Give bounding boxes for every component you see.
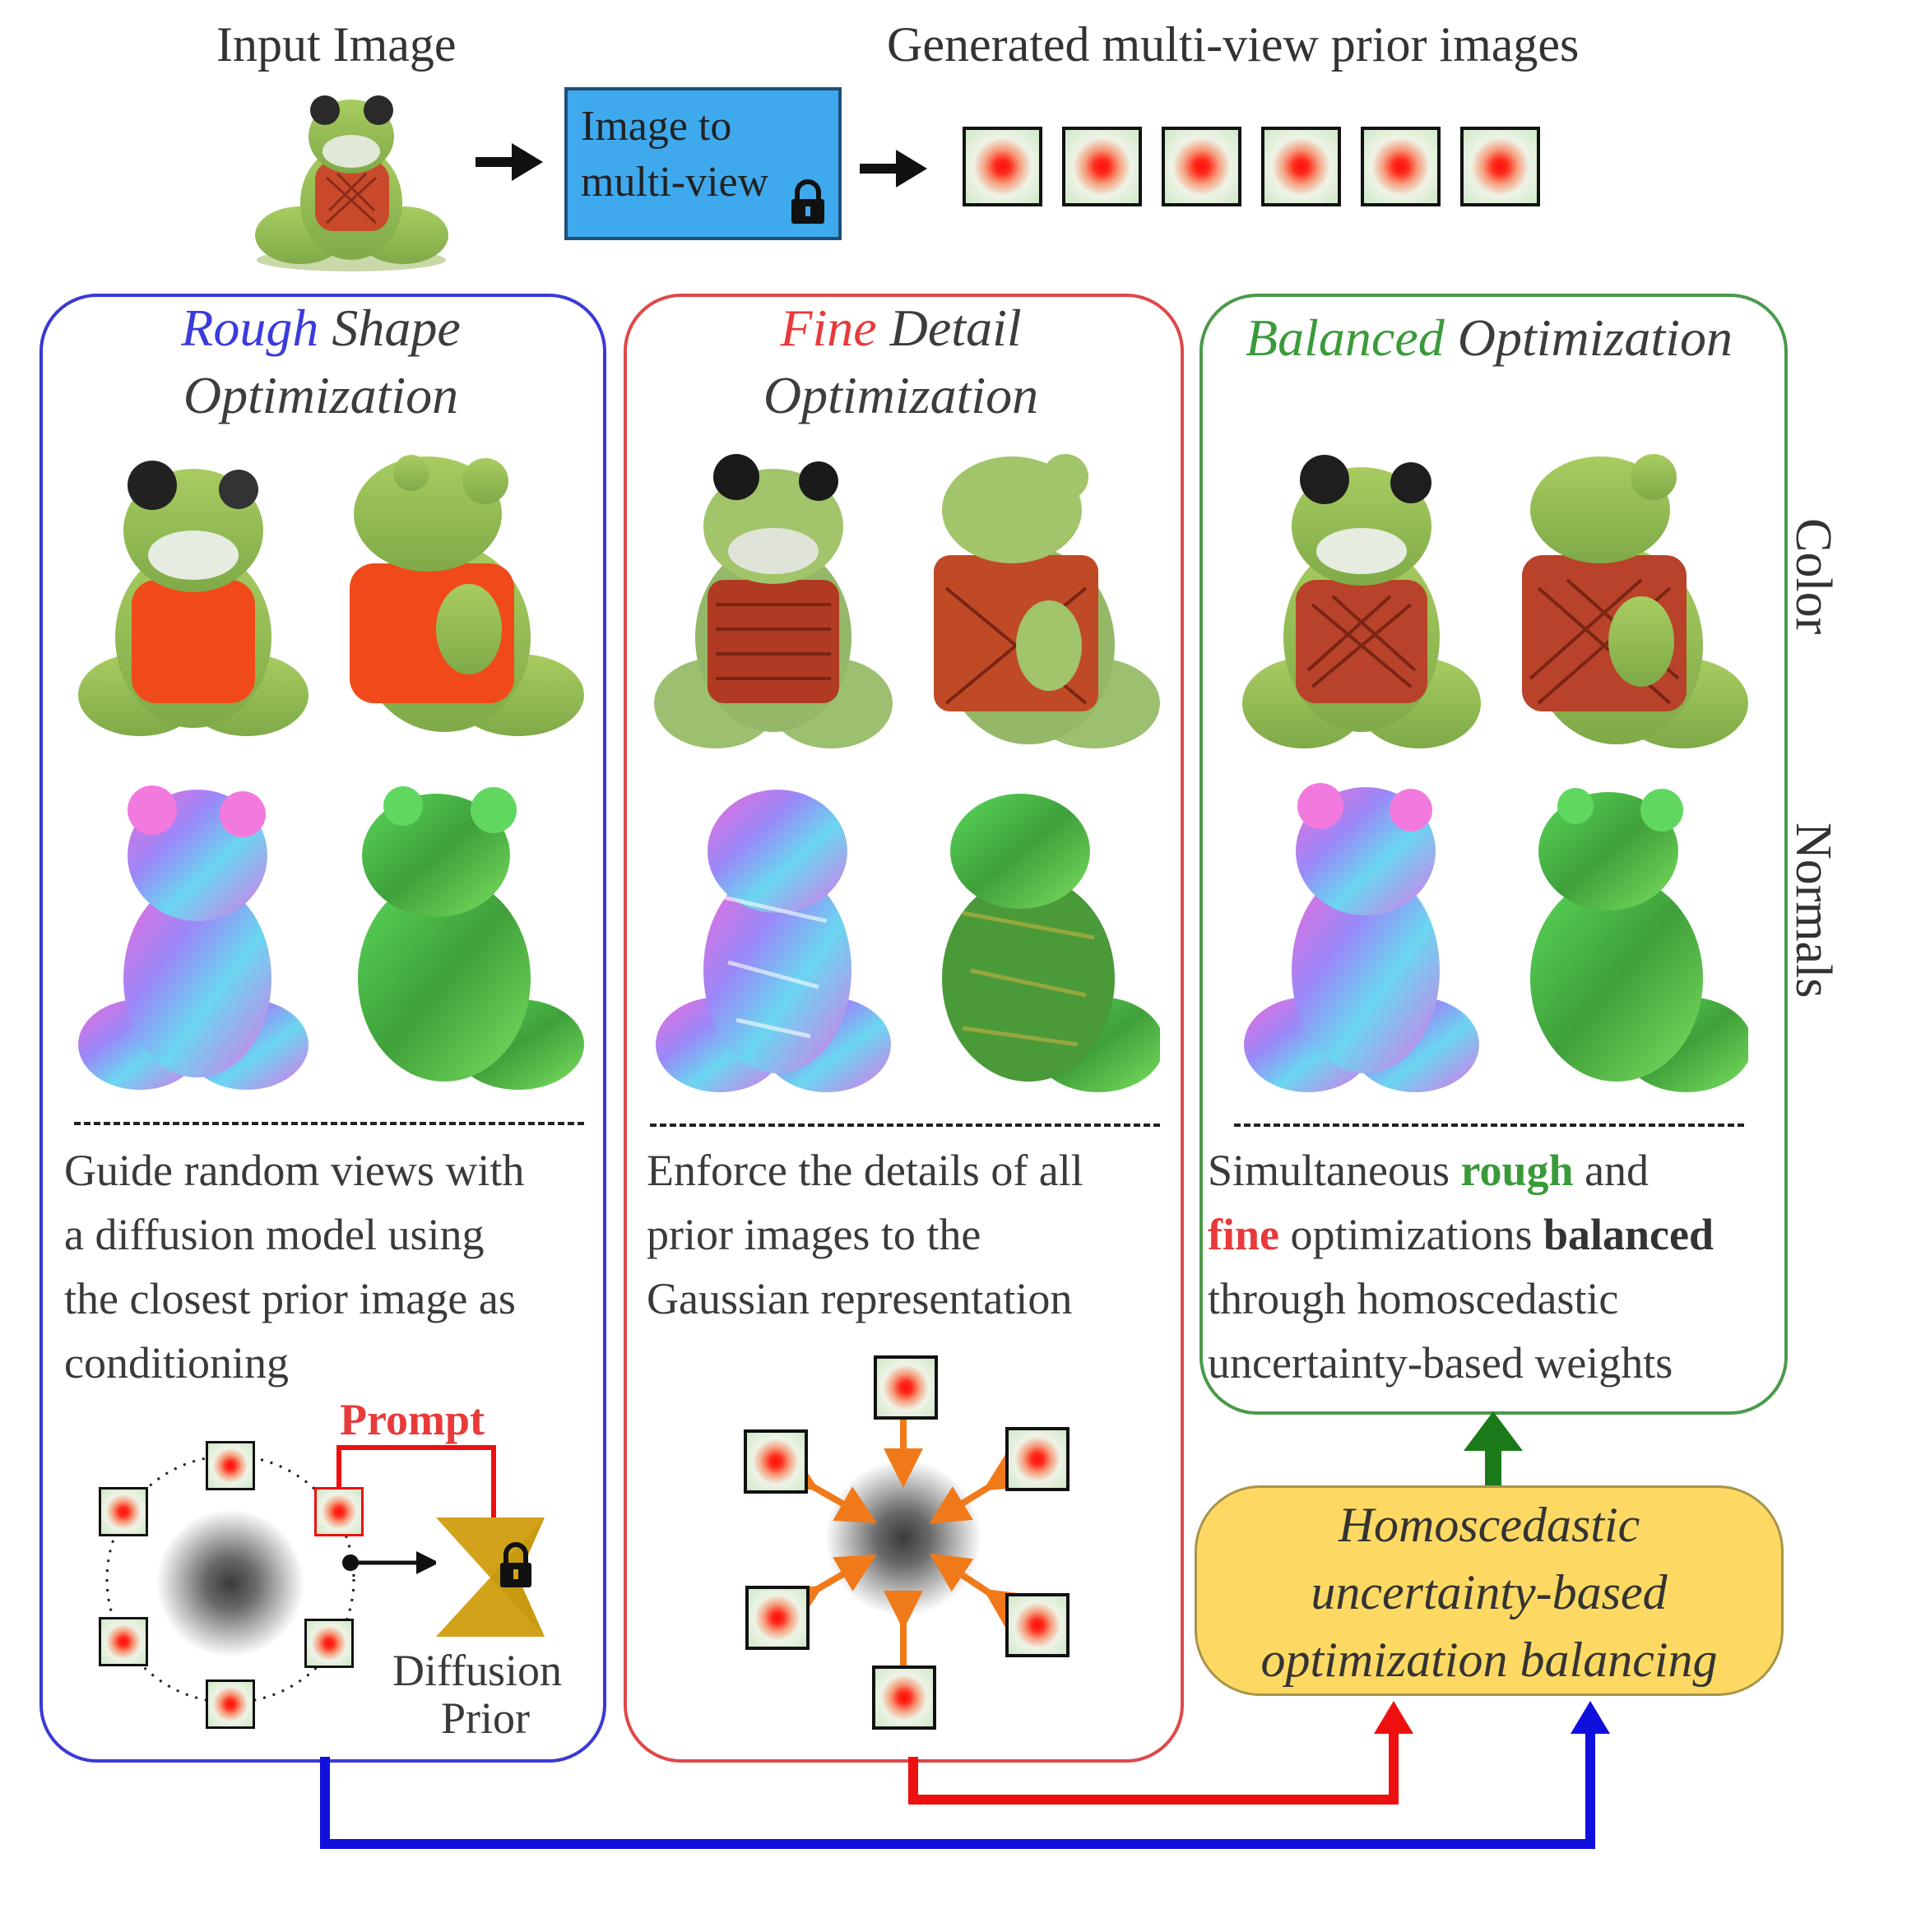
rough-desc-line: the closest prior image as bbox=[64, 1274, 516, 1323]
fine-title-rest: Detail bbox=[876, 299, 1022, 357]
rough-normals-back bbox=[329, 773, 584, 1098]
arrow-module-to-priors bbox=[860, 150, 927, 188]
prompt-connector bbox=[336, 1445, 496, 1522]
balanced-keyword: balanced bbox=[1543, 1210, 1714, 1259]
lock-icon bbox=[500, 1542, 531, 1587]
prior-image-thumbnail bbox=[963, 127, 1042, 206]
green-arrow-to-balanced bbox=[1464, 1411, 1523, 1485]
generated-priors-label: Generated multi-view prior images bbox=[887, 17, 1580, 72]
rough-title-accent: Rough bbox=[181, 299, 319, 357]
prior-image-thumbnail bbox=[745, 1586, 810, 1650]
rough-title-rest: Shape bbox=[318, 299, 461, 357]
image-to-multiview-module: Image to multi-view bbox=[564, 87, 842, 240]
homo-line1: Homoscedastic bbox=[1338, 1498, 1640, 1552]
orbit-view-thumbnail bbox=[99, 1617, 148, 1666]
condition-arrowhead bbox=[416, 1551, 439, 1574]
rough-diffusion-diagram bbox=[105, 1445, 545, 1704]
enforce-arrow bbox=[775, 1453, 877, 1523]
balanced-desc-text: optimizations bbox=[1279, 1210, 1543, 1259]
balanced-desc-text: Simultaneous bbox=[1208, 1146, 1461, 1195]
prompt-label: Prompt bbox=[340, 1395, 485, 1444]
rough-title-line2: Optimization bbox=[183, 366, 459, 424]
prior-image-thumbnail bbox=[872, 1666, 936, 1730]
fine-keyword: fine bbox=[1208, 1210, 1279, 1259]
red-connector-fine-to-homo bbox=[908, 1701, 1413, 1805]
fine-title-accent: Fine bbox=[780, 299, 877, 357]
rough-description: Guide random views with a diffusion mode… bbox=[64, 1138, 524, 1395]
enforce-arrow bbox=[779, 1554, 877, 1623]
view-orbit bbox=[105, 1454, 355, 1704]
blue-connector-rough-to-homo bbox=[320, 1701, 1610, 1849]
prior-image-thumbnail bbox=[1460, 127, 1540, 206]
balanced-divider bbox=[1234, 1124, 1744, 1127]
input-frog-image bbox=[251, 79, 452, 272]
balanced-normals-front bbox=[1242, 773, 1481, 1102]
fine-enforcement-diagram bbox=[775, 1366, 1028, 1710]
prior-image-thumbnail bbox=[1062, 127, 1142, 206]
homo-line3: optimization balancing bbox=[1260, 1633, 1718, 1687]
gaussian-blob bbox=[825, 1460, 981, 1616]
gaussian-blob bbox=[156, 1509, 304, 1657]
lock-icon bbox=[791, 179, 824, 224]
rough-color-front bbox=[74, 440, 313, 744]
input-image-label: Input Image bbox=[216, 17, 457, 72]
balanced-desc-text: and bbox=[1573, 1146, 1649, 1195]
prior-image-thumbnail bbox=[874, 1355, 938, 1420]
rough-desc-line: a diffusion model using bbox=[64, 1210, 485, 1259]
enforce-arrow bbox=[929, 1452, 1028, 1524]
balanced-color-back bbox=[1501, 440, 1748, 761]
orbit-view-thumbnail bbox=[206, 1441, 255, 1490]
color-row-label: Color bbox=[1785, 518, 1841, 635]
balanced-title-rest: Optimization bbox=[1444, 308, 1733, 367]
enforce-arrow bbox=[929, 1553, 1028, 1628]
rough-desc-line: conditioning bbox=[64, 1338, 289, 1388]
balanced-color-front bbox=[1242, 440, 1481, 761]
fine-desc-line: prior images to the bbox=[647, 1210, 981, 1259]
fine-divider bbox=[650, 1124, 1160, 1127]
fine-description: Enforce the details of all prior images … bbox=[647, 1138, 1083, 1331]
orbit-view-thumbnail bbox=[99, 1487, 148, 1536]
balanced-normals-back bbox=[1501, 773, 1748, 1102]
fine-color-front bbox=[654, 440, 893, 761]
orbit-view-thumbnail bbox=[206, 1679, 255, 1729]
normals-row-label: Normals bbox=[1785, 822, 1841, 998]
prior-image-thumbnail bbox=[1005, 1427, 1069, 1491]
balanced-description: Simultaneous rough and fine optimization… bbox=[1208, 1138, 1714, 1395]
balanced-panel-title: Balanced Optimization bbox=[1209, 304, 1769, 372]
rough-desc-line: Guide random views with bbox=[64, 1146, 525, 1195]
rough-keyword: rough bbox=[1460, 1146, 1574, 1195]
balanced-title-accent: Balanced bbox=[1246, 308, 1445, 367]
fine-normals-front bbox=[654, 773, 893, 1102]
balanced-desc-line: through homoscedastic bbox=[1208, 1274, 1619, 1323]
fine-normals-back bbox=[913, 773, 1160, 1102]
fine-title-line2: Optimization bbox=[763, 366, 1039, 424]
diffusion-prior-label-line2: Prior bbox=[441, 1693, 530, 1743]
prior-image-thumbnail bbox=[1162, 127, 1241, 206]
rough-panel-title: Rough Shape Optimization bbox=[49, 294, 592, 429]
orbit-view-thumbnail bbox=[304, 1619, 354, 1668]
fine-desc-line: Enforce the details of all bbox=[647, 1146, 1083, 1195]
fine-panel-title: Fine Detail Optimization bbox=[633, 294, 1168, 429]
homo-line2: uncertainty-based bbox=[1311, 1565, 1668, 1619]
homoscedastic-balancing-box: Homoscedastic uncertainty-based optimiza… bbox=[1195, 1485, 1784, 1696]
prior-image-thumbnail bbox=[1261, 127, 1341, 206]
prior-image-thumbnail bbox=[1005, 1593, 1069, 1657]
rough-normals-front bbox=[74, 773, 313, 1098]
selected-prior-thumbnail bbox=[314, 1487, 364, 1536]
prior-image-thumbnail bbox=[744, 1429, 808, 1494]
balanced-desc-line: uncertainty-based weights bbox=[1208, 1338, 1673, 1388]
module-label-line2: multi-view bbox=[581, 159, 769, 206]
arrow-input-to-module bbox=[476, 143, 543, 181]
fine-desc-line: Gaussian representation bbox=[647, 1274, 1073, 1323]
prior-image-thumbnail bbox=[1361, 127, 1441, 206]
rough-color-back bbox=[329, 440, 584, 744]
fine-color-back bbox=[913, 440, 1160, 761]
rough-divider bbox=[74, 1122, 584, 1125]
diffusion-prior-label-line1: Diffusion bbox=[392, 1646, 563, 1695]
module-label-line1: Image to bbox=[581, 103, 732, 150]
